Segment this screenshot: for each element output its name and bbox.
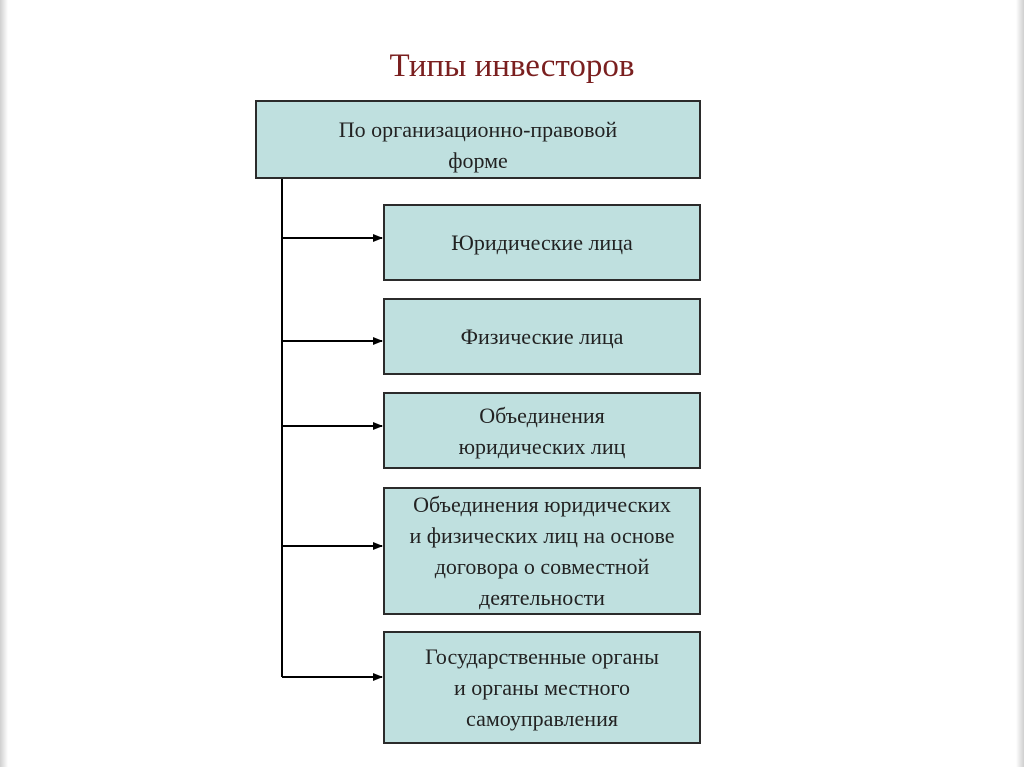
root-box: По организационно-правовой форме (255, 100, 701, 179)
diagram-title: Типы инвесторов (389, 48, 635, 84)
slide-frame-right (1016, 0, 1024, 767)
slide-frame-left (0, 0, 8, 767)
item-box-joint-activity-associations: Объединения юридических и физических лиц… (383, 487, 701, 615)
item-box-government-bodies: Государственные органы и органы местного… (383, 631, 701, 744)
item-box-legal-entities: Юридические лица (383, 204, 701, 281)
item-box-individuals: Физические лица (383, 298, 701, 375)
item-box-legal-associations: Объединения юридических лиц (383, 392, 701, 469)
